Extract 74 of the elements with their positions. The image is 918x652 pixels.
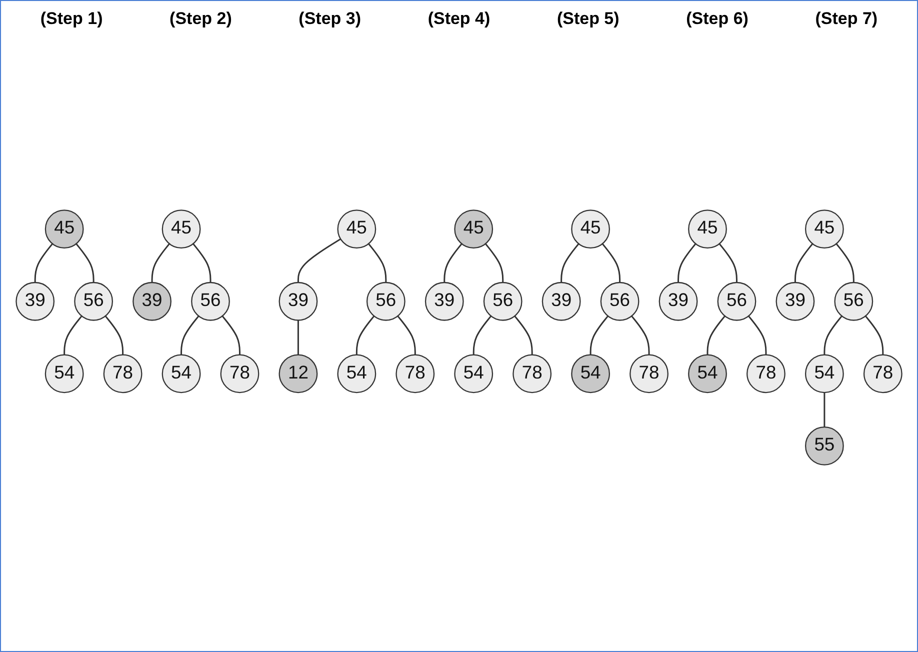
connector [444,244,462,283]
connector [824,393,826,428]
node-circle: 78 [630,354,668,394]
connector [678,244,696,283]
node-circle: 45 [571,210,610,250]
node-circle: 54 [44,354,84,394]
connector [368,244,387,283]
connector [824,316,842,356]
connector [472,316,492,356]
step-heading: (Step 6) [686,9,748,29]
node-circle: 78 [396,354,435,394]
node-circle: 54 [337,354,376,394]
node-circle: 45 [804,210,844,250]
node-circle: 54 [162,354,201,394]
connector [718,244,738,283]
connector [180,316,200,356]
node-circle: 78 [746,354,786,394]
node-circle: 45 [337,210,376,250]
node-circle: 78 [863,354,902,394]
step-heading: (Step 3) [298,9,362,29]
node-circle: 54 [804,354,844,394]
connector [514,316,533,356]
connector [794,244,814,283]
connector [64,316,82,356]
connector [864,316,884,356]
connector [151,244,170,283]
connector [484,244,504,283]
connector [356,316,375,356]
connector [222,316,240,356]
step-heading: (Step 1) [40,9,103,29]
node-circle: 39 [658,282,698,322]
node-circle: 39 [132,282,172,322]
node-circle: 78 [512,354,552,394]
step-heading: (Step 4) [428,9,490,29]
node-circle: 78 [220,354,260,394]
connector [297,238,342,283]
node-circle: 54 [454,354,494,394]
node-circle: 54 [688,354,727,394]
connector [297,320,299,356]
connector [631,316,650,356]
node-circle: 45 [44,210,84,250]
node-circle: 56 [74,282,114,322]
node-circle: 39 [542,282,581,322]
connector [76,244,94,283]
node-circle: 56 [834,282,874,322]
connector [590,316,608,356]
node-circle: 56 [191,282,230,322]
connector [560,244,580,283]
step-heading: (Step 5) [556,9,620,29]
connector [104,316,124,356]
node-circle: 39 [776,282,815,322]
node-circle: 56 [366,282,406,322]
step-heading: (Step 2) [170,9,232,29]
node-circle: 45 [162,210,201,250]
node-circle: 39 [16,282,55,322]
node-circle: 54 [571,354,610,394]
node-circle: 56 [717,282,756,322]
node-circle: 39 [278,282,318,322]
node-circle: 39 [424,282,464,322]
node-circle: 78 [103,354,142,394]
connector [34,244,54,283]
node-circle: 12 [278,354,318,394]
node-circle: 55 [804,426,844,466]
node-circle: 56 [600,282,640,322]
connector [602,244,621,283]
connector [397,316,416,356]
connector [748,316,767,356]
node-circle: 45 [454,210,494,250]
connector [706,316,726,356]
connector [192,244,212,283]
connector [836,244,854,283]
node-circle: 56 [483,282,522,322]
node-circle: 45 [688,210,727,250]
step-heading: (Step 7) [815,9,878,29]
